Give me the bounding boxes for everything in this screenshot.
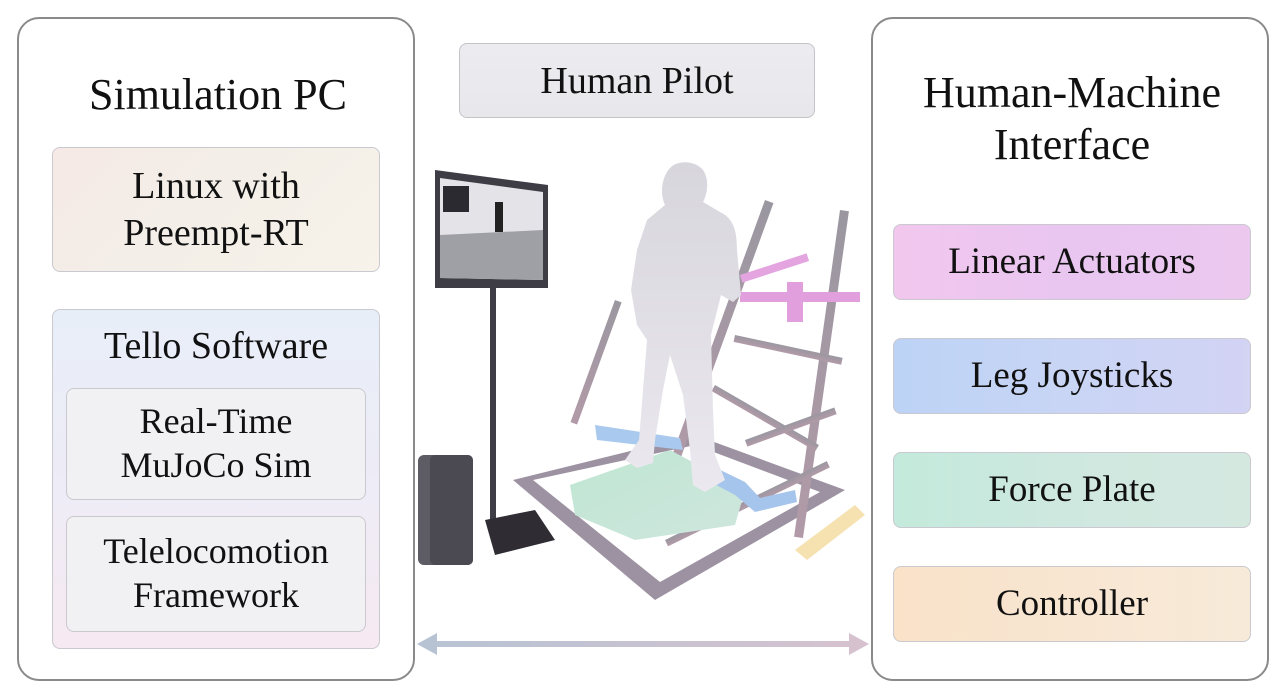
linear-actuators-icon <box>740 253 860 322</box>
tello-software-group: Tello Software Real-Time MuJoCo Sim Tele… <box>52 309 380 649</box>
hmi-illustration <box>418 162 865 600</box>
linux-preempt-rt-box: Linux with Preempt-RT <box>52 147 380 272</box>
controller-box: Controller <box>893 566 1251 642</box>
telelocomotion-framework-box: Telelocomotion Framework <box>66 516 366 632</box>
linear-actuators-box: Linear Actuators <box>893 224 1251 300</box>
controller-icon <box>795 505 865 560</box>
simulation-pc-title: Simulation PC <box>89 70 347 119</box>
leg-joysticks-icon <box>595 425 797 512</box>
tello-software-title: Tello Software <box>103 325 329 367</box>
monitor-icon <box>418 170 555 565</box>
hmi-title: Human-Machine Interface <box>922 68 1222 169</box>
hmi-panel: Human-Machine Interface Linear Actuators… <box>871 17 1269 681</box>
double-arrow-icon <box>417 633 869 655</box>
leg-joysticks-box: Leg Joysticks <box>893 338 1251 414</box>
human-pilot-box: Human Pilot <box>459 43 815 118</box>
human-silhouette-icon <box>625 162 741 492</box>
simulation-pc-panel: Simulation PC Linux with Preempt-RT Tell… <box>17 17 415 681</box>
force-plate-box: Force Plate <box>893 452 1251 528</box>
realtime-mujoco-sim-box: Real-Time MuJoCo Sim <box>66 388 366 500</box>
